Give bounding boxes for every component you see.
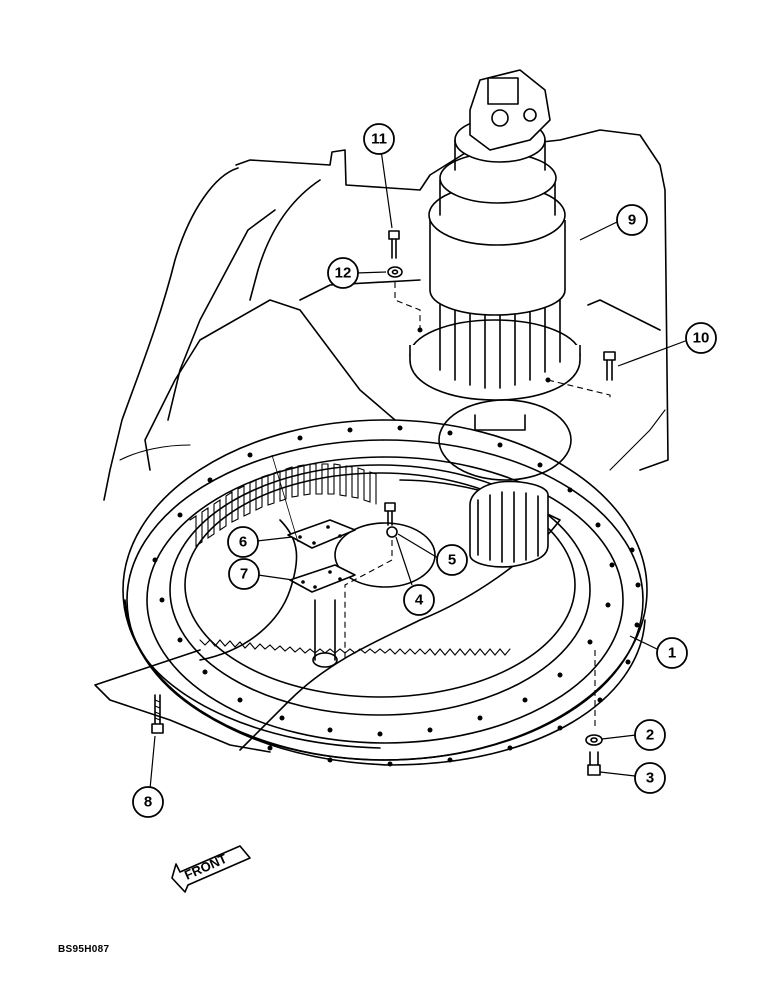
front-direction-arrow: FRONT	[171, 845, 251, 893]
upper-frame	[103, 129, 669, 501]
svg-text:10: 10	[693, 330, 710, 347]
svg-text:3: 3	[646, 770, 654, 787]
callout-10: 10	[685, 322, 717, 354]
svg-text:11: 11	[371, 131, 387, 148]
svg-text:9: 9	[628, 212, 636, 229]
cover-plates	[287, 519, 356, 593]
svg-text:7: 7	[240, 566, 248, 583]
callout-1: 1	[656, 637, 688, 669]
svg-text:8: 8	[144, 794, 152, 811]
internal-gear-teeth	[189, 463, 377, 548]
callout-11: 11	[363, 123, 395, 155]
callout-5: 5	[436, 544, 468, 576]
bolt-8	[151, 694, 164, 734]
callout-7: 7	[228, 558, 260, 590]
svg-text:12: 12	[335, 265, 352, 282]
swing-bearing	[122, 419, 648, 767]
callout-12: 12	[327, 257, 359, 289]
bolt-10	[547, 351, 616, 400]
svg-text:6: 6	[239, 534, 247, 551]
svg-text:1: 1	[668, 645, 676, 662]
washer-2	[585, 650, 603, 746]
swing-motor-assembly	[409, 69, 581, 568]
callout-3: 3	[634, 762, 666, 794]
callout-8: 8	[132, 786, 164, 818]
callout-2: 2	[634, 719, 666, 751]
leader-lines	[149, 149, 689, 790]
bolt-11	[388, 230, 400, 259]
callout-6: 6	[227, 526, 259, 558]
callout-9: 9	[616, 204, 648, 236]
svg-text:2: 2	[646, 727, 654, 744]
drawing-code: BS95H087	[58, 944, 110, 955]
bolt-3	[587, 751, 601, 776]
bolt-upper-center	[344, 502, 398, 660]
callout-4: 4	[403, 584, 435, 616]
bearing-bolt-holes	[152, 425, 641, 767]
svg-text:5: 5	[448, 552, 456, 569]
washer-12	[387, 266, 421, 330]
pinion-gear	[469, 480, 549, 568]
svg-text:4: 4	[415, 592, 424, 609]
